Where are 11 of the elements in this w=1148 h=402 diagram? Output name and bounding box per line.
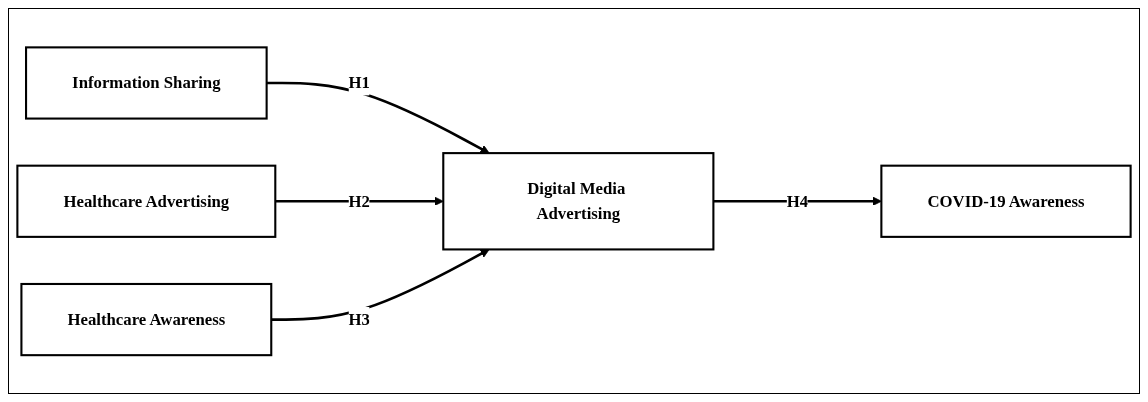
node-box: COVID-19 Awareness: [880, 164, 1132, 238]
edge-label: H2: [348, 191, 370, 210]
node-box: Digital Media Advertising: [442, 151, 715, 251]
node-box: Information Sharing: [25, 46, 268, 120]
node-box: Healthcare Awareness: [20, 282, 273, 356]
edge-label: H4: [786, 191, 809, 210]
arrow: [713, 196, 882, 206]
edge-label: H1: [348, 73, 370, 92]
arrow: [275, 196, 444, 206]
node-box: Healthcare Advertising: [16, 164, 277, 238]
edge-label: H3: [348, 309, 370, 328]
